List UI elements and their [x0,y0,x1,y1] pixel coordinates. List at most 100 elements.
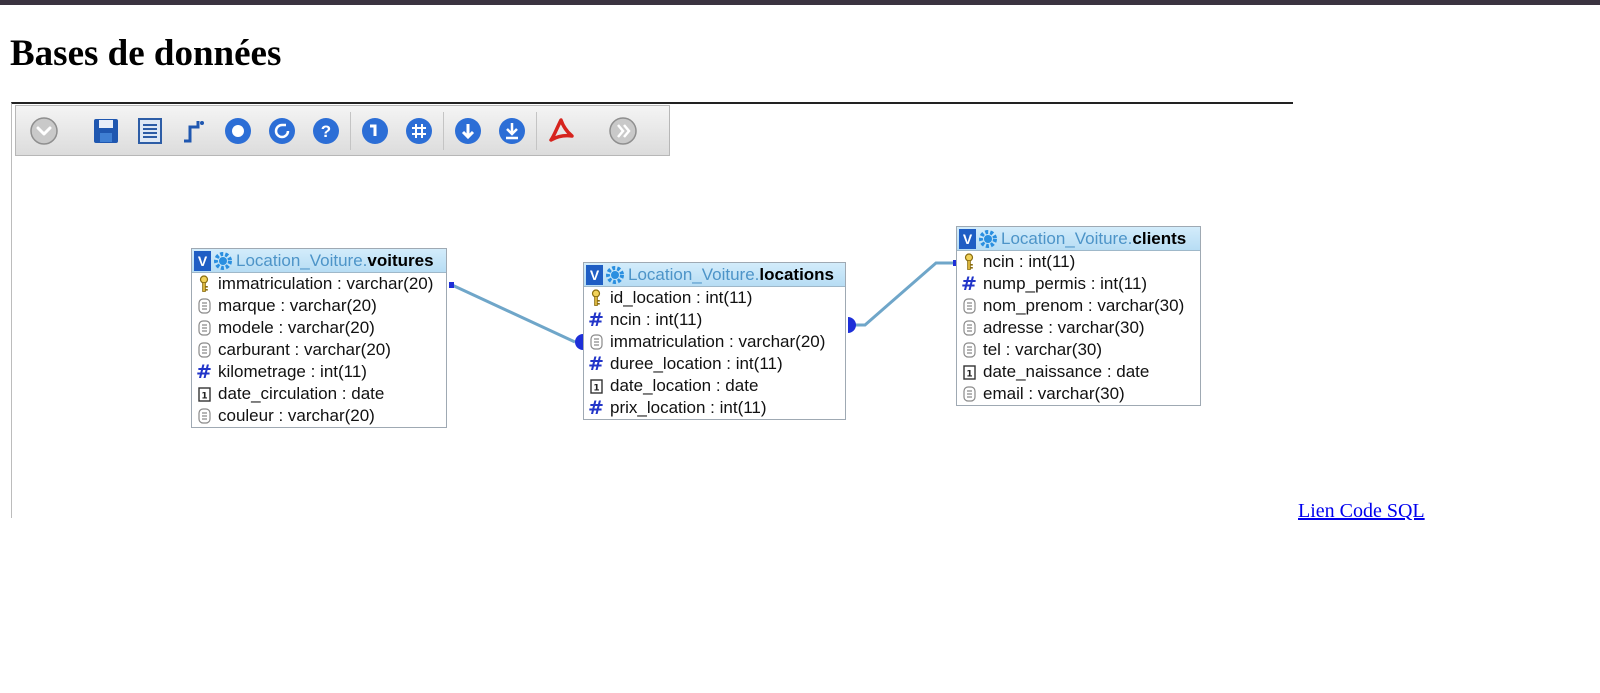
column-row[interactable]: email : varchar(30) [957,383,1200,405]
column-list: ncin : int(11)# nump_permis : int(11) nom_… [957,251,1200,405]
column-label: modele : varchar(20) [218,318,375,337]
save-button[interactable] [84,109,128,153]
svg-text:?: ? [321,122,331,141]
gear-icon[interactable] [605,265,625,285]
toggle-menu-button[interactable] [22,109,66,153]
text-field-icon [586,332,606,352]
grid-button[interactable] [397,109,441,153]
column-row[interactable]: 1 date_circulation : date [192,383,446,405]
number-field-icon: # [588,353,604,375]
relation-button[interactable] [172,109,216,153]
svg-text:1: 1 [593,383,599,393]
export-button[interactable] [490,109,534,153]
export-icon [499,117,525,144]
column-row[interactable]: # nump_permis : int(11) [957,273,1200,295]
svg-text:1: 1 [201,391,207,401]
column-label: nom_prenom : varchar(30) [983,296,1185,315]
toggle-columns-icon[interactable]: V [959,228,976,249]
column-label: id_location : int(11) [610,288,753,307]
top-bar [0,0,1600,5]
toggle-menu-icon [30,116,58,145]
angular-links-icon [362,117,388,144]
number-field-icon: # [588,397,604,419]
table-clients[interactable]: V Location_Voiture.clients ncin : int(11… [956,226,1201,406]
designer-canvas: ? [11,102,1293,518]
table-header[interactable]: V Location_Voiture.voitures [192,249,446,273]
table-name: voitures [367,250,434,270]
reload-icon [269,117,295,144]
date-field-icon: 1 [194,384,214,404]
column-label: couleur : varchar(20) [218,406,375,425]
column-list: id_location : int(11) # ncin : int(11) imma… [584,287,845,419]
column-label: tel : varchar(30) [983,340,1103,359]
text-field-icon [194,296,214,316]
number-field-icon: # [961,273,977,295]
table-voitures[interactable]: V Location_Voiture.voitures immatriculat… [191,248,447,428]
key-icon [959,252,979,272]
column-row[interactable]: #prix_location : int(11) [584,397,845,419]
table-db-name: Location_Voiture. [236,250,368,270]
gear-icon[interactable] [978,229,998,249]
column-row[interactable]: id_location : int(11) [584,287,845,309]
column-label: kilometrage : int(11) [218,362,367,381]
next-button[interactable] [601,109,645,153]
page-title: Bases de données [10,33,282,74]
column-row[interactable]: 1 date_naissance : date [957,361,1200,383]
pdf-icon [549,117,574,142]
column-row[interactable]: # ncin : int(11) [584,309,845,331]
table-name: clients [1132,228,1187,248]
column-label: date_circulation : date [218,384,385,403]
sql-code-link[interactable]: Lien Code SQL [1298,500,1425,522]
column-row[interactable]: marque : varchar(20) [192,295,446,317]
column-label: date_location : date [610,376,759,395]
text-field-icon [959,318,979,338]
toggle-columns-icon[interactable]: V [586,264,603,285]
gear-icon[interactable] [213,251,233,271]
text-field-icon [959,296,979,316]
key-icon [586,288,606,308]
column-row[interactable]: modele : varchar(20) [192,317,446,339]
help-button[interactable]: ? [304,109,348,153]
list-icon [138,117,162,144]
column-row[interactable]: #kilometrage : int(11) [192,361,446,383]
svg-text:1: 1 [966,369,972,379]
collapse-icon [455,117,481,144]
column-label: adresse : varchar(30) [983,318,1145,337]
column-row[interactable]: 1 date_location : date [584,375,845,397]
column-row[interactable]: nom_prenom : varchar(30) [957,295,1200,317]
reload-button[interactable] [260,109,304,153]
designer-toolbar: ? [15,105,670,156]
text-field-icon [959,340,979,360]
column-row[interactable]: adresse : varchar(30) [957,317,1200,339]
list-view-button[interactable] [128,109,172,153]
column-row[interactable]: #duree_location : int(11) [584,353,845,375]
column-label: carburant : varchar(20) [218,340,391,359]
pdf-button[interactable] [539,109,583,153]
column-row[interactable]: immatriculation : varchar(20) [192,273,446,295]
toggle-columns-icon[interactable]: V [194,250,211,271]
column-list: immatriculation : varchar(20)marque : va… [192,273,446,427]
column-label: date_naissance : date [983,362,1150,381]
column-row[interactable]: couleur : varchar(20) [192,405,446,427]
table-db-name: Location_Voiture. [628,264,760,284]
collapse-button[interactable] [446,109,490,153]
help-icon: ? [313,117,339,144]
next-icon [609,116,637,145]
circle-icon [225,117,251,144]
column-label: nump_permis : int(11) [983,274,1148,293]
date-field-icon: 1 [586,376,606,396]
angular-links-button[interactable] [353,109,397,153]
column-row[interactable]: immatriculation : varchar(20) [584,331,845,353]
column-row[interactable]: tel : varchar(30) [957,339,1200,361]
column-row[interactable]: ncin : int(11) [957,251,1200,273]
table-header[interactable]: V Location_Voiture.locations [584,263,845,287]
number-field-icon: # [588,309,604,331]
column-row[interactable]: carburant : varchar(20) [192,339,446,361]
text-field-icon [194,406,214,426]
column-label: ncin : int(11) [610,310,703,329]
table-locations[interactable]: V Location_Voiture.locations id_location… [583,262,846,420]
column-label: marque : varchar(20) [218,296,377,315]
table-header[interactable]: V Location_Voiture.clients [957,227,1200,251]
table-name: locations [759,264,835,284]
circle-button[interactable] [216,109,260,153]
